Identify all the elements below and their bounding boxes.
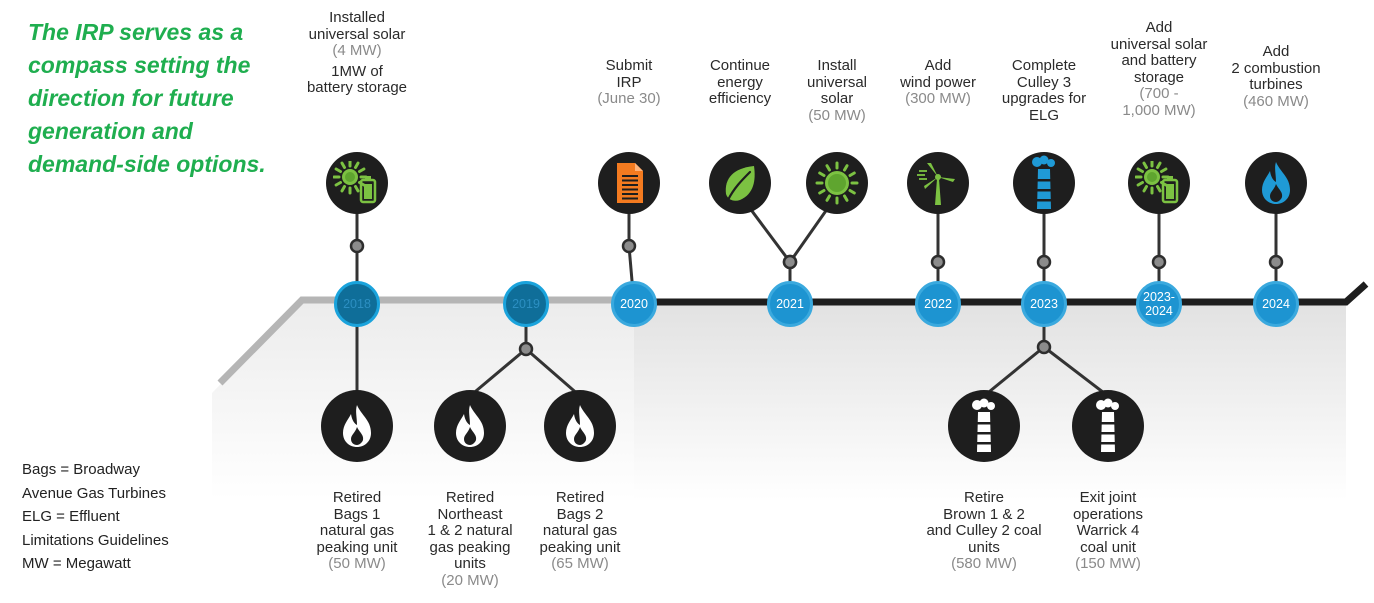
top-event-label: Complete Culley 3 upgrades for ELG bbox=[990, 57, 1098, 124]
connector-joint bbox=[1036, 339, 1052, 355]
bottom-event-badge bbox=[1072, 390, 1144, 462]
year-marker: 2023- 2024 bbox=[1136, 281, 1182, 327]
abbreviation-legend: Bags = Broadway Avenue Gas Turbines ELG … bbox=[22, 458, 169, 576]
top-event-title: Install universal solar bbox=[806, 57, 868, 107]
connector-joint bbox=[518, 341, 534, 357]
document-icon bbox=[611, 161, 647, 205]
bottom-event-title: Retired Bags 1 natural gas peaking unit bbox=[316, 489, 398, 556]
smokestack-icon bbox=[1091, 398, 1125, 454]
year-marker: 2021 bbox=[767, 281, 813, 327]
connector-joint bbox=[1268, 254, 1284, 270]
solar-battery-icon bbox=[1135, 161, 1183, 205]
bottom-event-title: Retired Bags 2 natural gas peaking unit bbox=[539, 489, 621, 556]
connector-joint bbox=[782, 254, 798, 270]
top-event-badge bbox=[709, 152, 771, 214]
bottom-event-label: Retired Northeast 1 & 2 natural gas peak… bbox=[424, 489, 516, 589]
tagline: The IRP serves as a compass setting the … bbox=[28, 19, 266, 177]
connector-joint bbox=[930, 254, 946, 270]
top-event-badge bbox=[1128, 152, 1190, 214]
flame-icon bbox=[560, 403, 600, 449]
flame-icon bbox=[450, 403, 490, 449]
bottom-connector bbox=[1043, 345, 1109, 398]
solar-battery-icon bbox=[333, 161, 381, 205]
bottom-event-title: Retired Northeast 1 & 2 natural gas peak… bbox=[427, 489, 513, 572]
legend-bags: Bags = Broadway Avenue Gas Turbines bbox=[22, 461, 166, 502]
bottom-event-label: Retired Bags 1 natural gas peaking unit(… bbox=[306, 489, 408, 573]
top-event-label: Add universal solar and battery storage(… bbox=[1093, 19, 1225, 119]
bottom-event-label: Exit joint operations Warrick 4 coal uni… bbox=[1060, 489, 1156, 573]
top-event-title: Installed universal solar bbox=[308, 9, 406, 43]
sun-icon bbox=[814, 160, 860, 206]
top-event-badge bbox=[1245, 152, 1307, 214]
flame-icon bbox=[1256, 160, 1296, 206]
bottom-event-badge bbox=[434, 390, 506, 462]
year-marker: 2019 bbox=[503, 281, 549, 327]
bottom-event-capacity: (50 MW) bbox=[328, 555, 386, 572]
year-marker: 2024 bbox=[1253, 281, 1299, 327]
top-event-badge bbox=[1013, 152, 1075, 214]
wind-turbine-icon bbox=[915, 159, 961, 207]
top-event-capacity: (4 MW) bbox=[332, 42, 382, 59]
flame-icon bbox=[337, 403, 377, 449]
top-event-capacity: (June 30) bbox=[597, 90, 661, 107]
bottom-event-label: Retired Bags 2 natural gas peaking unit(… bbox=[534, 489, 626, 573]
connector-joint bbox=[621, 238, 637, 254]
bottom-connector bbox=[983, 345, 1045, 398]
bottom-event-capacity: (65 MW) bbox=[551, 555, 609, 572]
top-event-label: Submit IRP(June 30) bbox=[578, 57, 680, 108]
top-event-title: Add universal solar and battery storage bbox=[1110, 19, 1208, 86]
leaf-icon bbox=[720, 162, 760, 204]
year-marker: 2018 bbox=[334, 281, 380, 327]
bottom-event-badge bbox=[321, 390, 393, 462]
year-marker: 2020 bbox=[611, 281, 657, 327]
bottom-event-capacity: (580 MW) bbox=[951, 555, 1017, 572]
bottom-event-label: Retire Brown 1 & 2 and Culley 2 coal uni… bbox=[912, 489, 1056, 573]
top-event-capacity: (300 MW) bbox=[905, 90, 971, 107]
top-event-title: Add wind power bbox=[900, 57, 976, 91]
bottom-event-badge bbox=[544, 390, 616, 462]
smokestack-icon bbox=[967, 398, 1001, 454]
bottom-event-badge bbox=[948, 390, 1020, 462]
top-event-label: Install universal solar(50 MW) bbox=[792, 57, 882, 124]
top-event-capacity: (700 - 1,000 MW) bbox=[1122, 85, 1196, 119]
connector-joint bbox=[1036, 254, 1052, 270]
year-marker: 2023 bbox=[1021, 281, 1067, 327]
top-event-capacity: (460 MW) bbox=[1243, 92, 1309, 110]
top-event-title: Continue energy efficiency bbox=[708, 57, 772, 107]
smokestack-icon bbox=[1027, 155, 1061, 211]
top-event-badge bbox=[806, 152, 868, 214]
top-event-badge bbox=[598, 152, 660, 214]
top-event-label: Add wind power(300 MW) bbox=[890, 57, 986, 108]
top-event-badge bbox=[326, 152, 388, 214]
bottom-event-title: Retire Brown 1 & 2 and Culley 2 coal uni… bbox=[926, 489, 1042, 556]
timeline-future-line bbox=[634, 281, 1369, 306]
top-event-label: Installed universal solar(4 MW) 1MW of ba… bbox=[298, 9, 416, 97]
top-event-label: Continue energy efficiency bbox=[692, 57, 788, 108]
top-event-capacity: (50 MW) bbox=[808, 106, 866, 124]
legend-mw: MW = Megawatt bbox=[22, 555, 131, 572]
top-event-badge bbox=[907, 152, 969, 214]
legend-elg: ELG = Effluent Limitations Guidelines bbox=[22, 508, 169, 549]
bottom-connector bbox=[469, 347, 527, 398]
top-event-label: Add 2 combustion turbines(460 MW) bbox=[1210, 43, 1342, 110]
year-marker: 2022 bbox=[915, 281, 961, 327]
connector-joint bbox=[349, 238, 365, 254]
top-event-title: Complete Culley 3 upgrades for ELG bbox=[1001, 57, 1087, 124]
top-event-title: Submit IRP bbox=[605, 57, 653, 91]
top-event-title: Add 2 combustion turbines bbox=[1231, 43, 1321, 93]
top-event-detail: 1MW of battery storage bbox=[306, 62, 408, 96]
bottom-event-title: Exit joint operations Warrick 4 coal uni… bbox=[1072, 489, 1144, 556]
connector-joint bbox=[1151, 254, 1167, 270]
bottom-event-capacity: (150 MW) bbox=[1075, 555, 1141, 572]
bottom-event-capacity: (20 MW) bbox=[441, 571, 499, 589]
bottom-connector bbox=[525, 347, 581, 398]
